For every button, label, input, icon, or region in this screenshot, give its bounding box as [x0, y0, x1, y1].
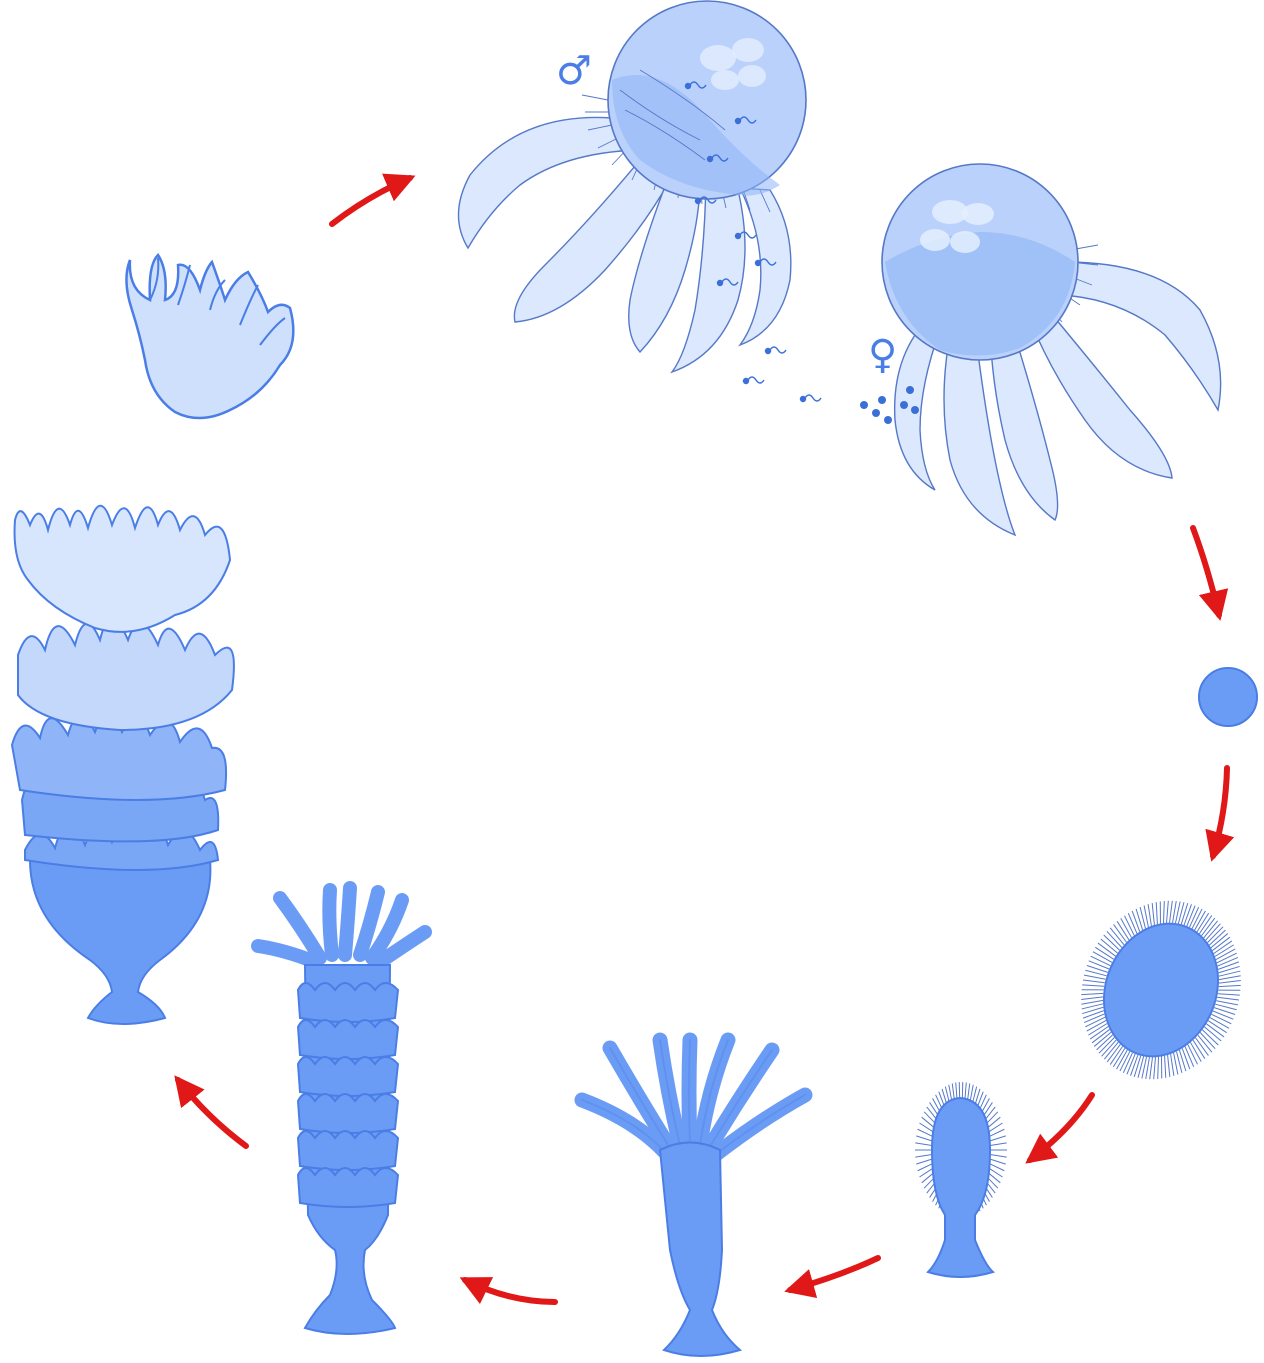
- settling-planula: [915, 1082, 1007, 1277]
- arrow-settling-to-polyp: [790, 1258, 878, 1290]
- egg: [1199, 668, 1257, 726]
- ephyra-layer-1: [15, 506, 230, 632]
- ephyra-layer-2: [18, 619, 234, 730]
- arrow-medusa-to-egg: [1193, 528, 1219, 615]
- strobila: [258, 888, 425, 1334]
- ephyra: [126, 255, 293, 418]
- polyp: [582, 1040, 805, 1356]
- strobila-releasing-ephyrae: [12, 506, 234, 1024]
- female-symbol: ♀: [868, 332, 897, 378]
- female-medusa: ♀: [860, 164, 1221, 535]
- male-medusa: ♂: [458, 1, 821, 402]
- arrow-ephyra-to-medusa: [332, 178, 410, 224]
- arrow-planula-to-settling: [1030, 1095, 1092, 1160]
- male-symbol: ♂: [556, 48, 592, 94]
- arrow-egg-to-planula: [1213, 768, 1227, 856]
- planula-larva: [1081, 901, 1241, 1079]
- arrow-polyp-to-strobila: [465, 1280, 555, 1302]
- arrow-strobila-to-release: [178, 1080, 246, 1146]
